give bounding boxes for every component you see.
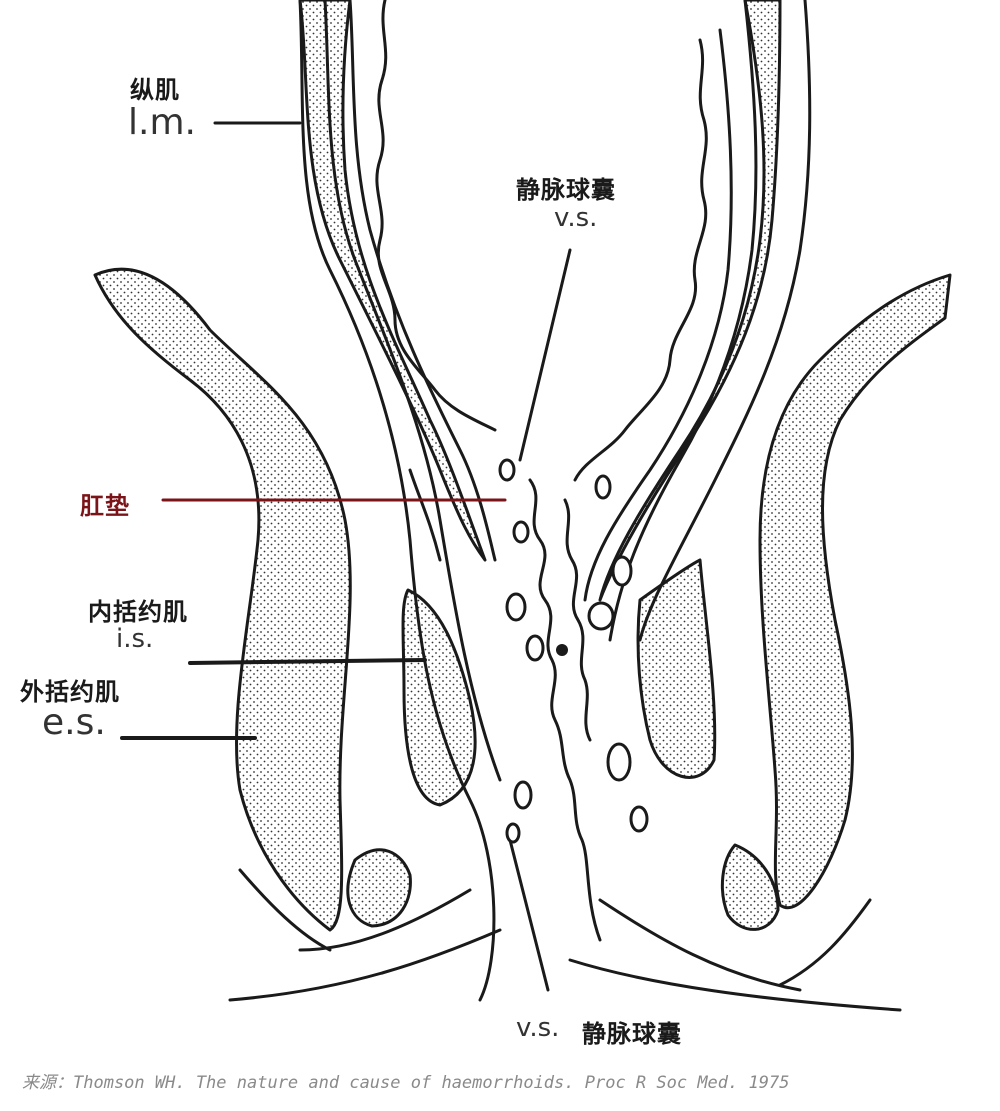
external-sphincter-label: 外括约肌 — [20, 678, 120, 706]
right-internal-sphincter — [636, 558, 717, 779]
left-mucosa-band — [298, 0, 487, 562]
right-mucosa-band — [598, 0, 782, 602]
longitudinal-muscle-abbr: l.m. — [128, 102, 196, 143]
external-sphincter-abbr: e.s. — [42, 702, 106, 743]
venous-saccule-top-label: 静脉球囊 — [516, 176, 616, 204]
left-internal-sphincter — [401, 588, 477, 807]
venous-saccule-bottom-label: 静脉球囊 — [582, 1020, 682, 1048]
internal-sphincter-abbr: i.s. — [116, 624, 154, 654]
left-external-sphincter — [93, 267, 352, 932]
venous-saccule-bottom-abbr: v.s. — [516, 1013, 560, 1043]
internal-sphincter-label: 内括约肌 — [88, 598, 188, 626]
anal-canal-line — [528, 478, 602, 942]
right-external-sphincter — [758, 273, 952, 909]
left-lower-pocket — [346, 848, 412, 928]
longitudinal-muscle-label: 纵肌 — [130, 76, 180, 104]
venous-saccule-top-abbr: v.s. — [554, 203, 598, 233]
right-lower-pocket — [720, 843, 780, 931]
anal-cushion-label: 肛垫 — [80, 492, 130, 520]
source-caption: 来源：Thomson WH. The nature and cause of h… — [22, 1073, 790, 1093]
